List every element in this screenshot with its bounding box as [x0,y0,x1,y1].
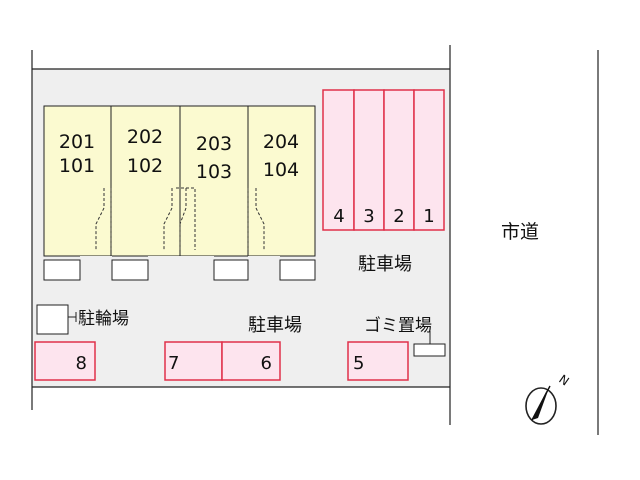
parking-space-7-number: 7 [168,353,179,374]
unit-1-upper: 201 [59,131,95,153]
building: 201 101 202 102 203 103 204 104 [43,105,316,281]
parking-space-2 [383,89,415,231]
unit-1-block [43,105,112,257]
entrance-recess-1 [80,256,112,260]
entrance-recess-3 [180,256,214,260]
parking-space-4 [322,89,355,231]
unit-4-block [247,105,316,257]
parking-space-1 [413,89,445,231]
parking-space-2-number: 2 [393,206,404,227]
parking-space-4-number: 4 [333,206,344,227]
entrance-2 [111,259,149,281]
north-compass-icon: N [525,372,572,425]
parking-space-7 [164,341,223,381]
unit-4-lower: 104 [263,159,299,181]
parking-bottom-label: 駐車場 [248,315,302,336]
parking-space-3-number: 3 [363,206,374,227]
parking-bottom: 8 7 6 5 [34,341,409,381]
bike-parking-label: 駐輪場 [78,309,129,329]
entrance-3 [213,259,249,281]
parking-space-8 [34,341,96,381]
entrance-recess-4 [248,256,280,260]
unit-1-lower: 101 [59,155,95,177]
parking-space-6 [221,341,281,381]
entrance-4 [279,259,316,281]
garbage-box [413,343,446,357]
parking-space-8-number: 8 [76,353,87,374]
unit-3-block [179,105,249,257]
garbage-label: ゴミ置場 [364,315,432,336]
parking-right: 4 3 2 1 [322,89,445,231]
road-label: 市道 [501,221,539,243]
unit-3-lower: 103 [196,161,232,183]
parking-space-3 [353,89,385,231]
stair-dashes [95,187,265,250]
unit-2-upper: 202 [127,126,163,148]
bike-parking-box [36,304,69,335]
unit-4-upper: 204 [263,131,299,153]
parking-space-5-number: 5 [353,353,364,374]
entrance-recess-2 [148,256,180,260]
unit-3-upper: 203 [196,133,232,155]
unit-2-block [110,105,181,257]
parking-space-5 [347,341,409,381]
unit-2-lower: 102 [127,155,163,177]
parking-right-label: 駐車場 [358,254,412,275]
parking-space-6-number: 6 [261,353,272,374]
parking-space-1-number: 1 [423,206,434,227]
entrance-1 [43,259,81,281]
north-letter: N [556,372,571,389]
